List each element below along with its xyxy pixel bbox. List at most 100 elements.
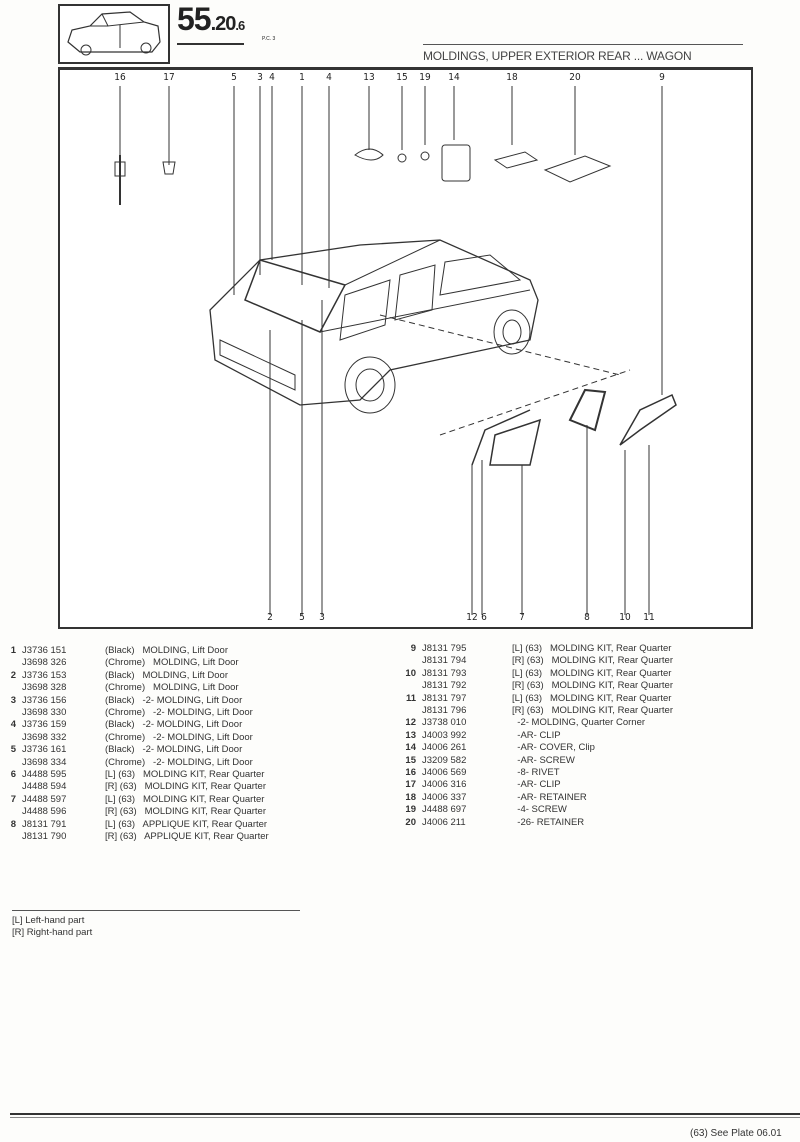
part-description: [L] (63) APPLIQUE KIT, Rear Quarter — [105, 818, 268, 830]
part-description: -AR- COVER, Clip — [512, 742, 595, 754]
exploded-diagram — [114, 86, 677, 615]
item-number: 10 — [405, 667, 416, 679]
part-number: J8131 794 — [422, 655, 467, 667]
item-number: 7 — [10, 793, 16, 805]
item-number: 18 — [405, 791, 416, 803]
page-title: MOLDINGS, UPPER EXTERIOR REAR ... WAGON — [423, 49, 692, 63]
part-description: (Black) -2- MOLDING, Lift Door — [105, 744, 243, 756]
callout: 15 — [396, 72, 408, 83]
part-number: J4006 316 — [422, 779, 467, 791]
part-number: J4006 569 — [422, 767, 467, 778]
pc-label: P.C. 3 — [262, 36, 276, 42]
part-number: J8131 790 — [22, 831, 67, 842]
callout: 10 — [619, 612, 631, 623]
part-description: (Black) MOLDING, Lift Door — [105, 669, 228, 681]
plate-sub2: .6 — [235, 18, 245, 33]
item-number: 5 — [10, 744, 16, 756]
part-description: (Chrome) MOLDING, Lift Door — [105, 682, 239, 694]
part-number: J3736 151 — [22, 645, 67, 656]
item-number: 6 — [10, 769, 16, 780]
part-number: J4488 597 — [22, 793, 67, 805]
part-description: [L] (63) MOLDING KIT, Rear Quarter — [512, 692, 672, 704]
part-number: J3209 582 — [422, 754, 467, 766]
part-description: (Chrome) MOLDING, Lift Door — [105, 657, 239, 669]
callout: 5 — [299, 612, 305, 623]
item-number: 13 — [405, 729, 416, 741]
part-description: [R] (63) MOLDING KIT, Rear Quarter — [105, 781, 267, 793]
plate-main: 55 — [177, 1, 212, 37]
part-number: J4488 595 — [22, 769, 67, 780]
item-number: 12 — [405, 717, 416, 729]
part-number: J3698 332 — [22, 731, 67, 743]
part-description: [L] (63) MOLDING KIT, Rear Quarter — [512, 667, 672, 679]
part-number: J3736 156 — [22, 694, 67, 706]
callout: 20 — [569, 72, 581, 83]
part-description: (Black) -2- MOLDING, Lift Door — [105, 719, 243, 731]
part-number: J4488 596 — [22, 806, 67, 818]
part-description: [R] (63) MOLDING KIT, Rear Quarter — [512, 655, 674, 667]
part-number: J4003 992 — [422, 729, 467, 741]
callout: 12 — [466, 612, 478, 623]
item-number: 16 — [405, 767, 416, 778]
part-description: [R] (63) APPLIQUE KIT, Rear Quarter — [105, 831, 269, 842]
part-number: J4006 337 — [422, 791, 467, 803]
part-number: J3738 010 — [422, 717, 467, 729]
part-number: J4488 697 — [422, 804, 467, 816]
part-number: J8131 793 — [422, 667, 467, 679]
part-description: -AR- RETAINER — [512, 791, 587, 803]
part-description: -8- RIVET — [512, 767, 560, 778]
part-number: J8131 796 — [422, 705, 467, 716]
part-number: J4006 211 — [422, 816, 466, 828]
footer-rule-thin — [10, 1117, 800, 1118]
title-rule — [423, 44, 743, 45]
legend-rule — [12, 910, 300, 911]
part-description: -AR- CLIP — [512, 729, 561, 741]
part-number: J3736 153 — [22, 669, 67, 681]
item-number: 14 — [405, 742, 416, 754]
part-number: J3698 334 — [22, 756, 67, 768]
part-number: J3736 159 — [22, 719, 67, 731]
footer-rule — [10, 1113, 800, 1115]
part-description: -AR- SCREW — [512, 754, 575, 766]
callout: 19 — [419, 72, 431, 83]
item-number: 1 — [10, 645, 16, 656]
part-number: J3698 326 — [22, 657, 67, 669]
legend-right: [R] Right-hand part — [12, 927, 93, 938]
plate-sub: .20 — [210, 13, 237, 35]
part-description: (Black) MOLDING, Lift Door — [105, 645, 228, 656]
callout: 13 — [363, 72, 375, 83]
part-number: J8131 797 — [422, 692, 467, 704]
callout: 1 — [299, 72, 305, 83]
part-description: -4- SCREW — [512, 804, 567, 816]
part-number: J3698 328 — [22, 682, 67, 694]
part-description: -2- MOLDING, Quarter Corner — [512, 717, 646, 729]
callout: 5 — [231, 72, 237, 83]
part-description: [L] (63) MOLDING KIT, Rear Quarter — [512, 643, 672, 654]
callout: 6 — [481, 612, 487, 623]
part-number: J3698 330 — [22, 707, 67, 718]
callout: 11 — [643, 612, 655, 623]
diagram-frame: 16 17 5 3 4 1 4 13 15 19 14 18 20 9 2 5 … — [58, 67, 753, 629]
part-description: [R] (63) MOLDING KIT, Rear Quarter — [105, 806, 267, 818]
part-description: [R] (63) MOLDING KIT, Rear Quarter — [512, 680, 674, 692]
part-description: [L] (63) MOLDING KIT, Rear Quarter — [105, 793, 265, 805]
part-description: (Chrome) -2- MOLDING, Lift Door — [105, 756, 253, 768]
part-number: J3736 161 — [22, 744, 67, 756]
part-number: J4006 261 — [422, 742, 467, 754]
footer-note: (63) See Plate 06.01 — [690, 1128, 782, 1139]
item-number: 17 — [405, 779, 416, 791]
legend-left: [L] Left-hand part — [12, 915, 85, 926]
part-number: J8131 795 — [422, 643, 467, 654]
car-icon — [67, 11, 161, 56]
item-number: 3 — [10, 694, 16, 706]
part-number: J4488 594 — [22, 781, 67, 793]
part-number: J8131 792 — [422, 680, 467, 692]
item-number: 2 — [10, 669, 16, 681]
callout: 4 — [326, 72, 332, 83]
item-number: 20 — [405, 816, 416, 828]
part-number: J8131 791 — [22, 818, 67, 830]
part-description: -26- RETAINER — [512, 816, 585, 828]
callout: 2 — [267, 612, 273, 623]
vehicle-thumbnail — [58, 4, 170, 64]
